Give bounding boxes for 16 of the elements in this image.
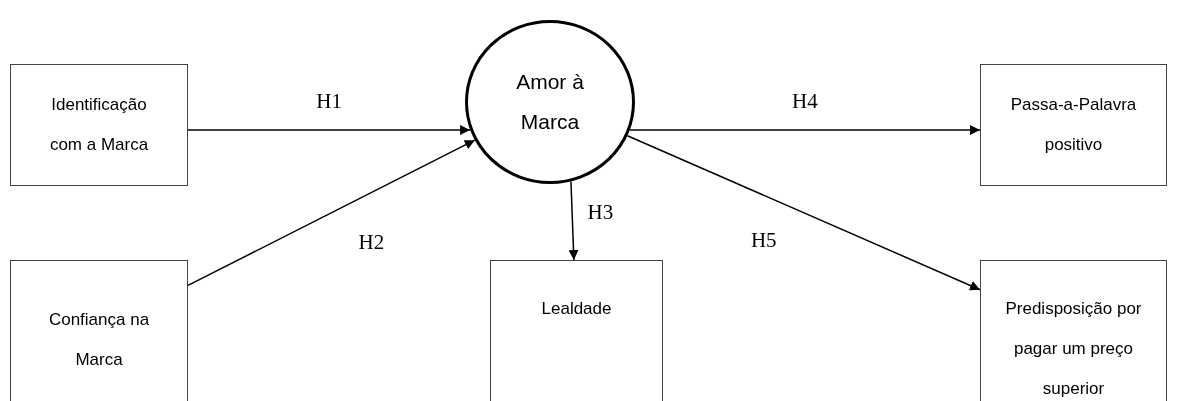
node-label: Lealdade bbox=[541, 298, 612, 320]
node-label: Confiança na Marca bbox=[47, 309, 151, 371]
arrow bbox=[626, 135, 981, 291]
concept-box bbox=[980, 64, 1167, 186]
concept-box bbox=[10, 64, 188, 186]
arrow bbox=[187, 139, 476, 287]
arrow bbox=[187, 125, 471, 135]
node-label: Predisposição por pagar um preço superior bbox=[1004, 298, 1143, 400]
concept-box bbox=[10, 260, 188, 401]
arrow bbox=[568, 180, 579, 261]
concept-box bbox=[980, 260, 1167, 401]
node-label: Identificação com a Marca bbox=[48, 94, 150, 156]
node-label: Passa-a-Palavra positivo bbox=[1009, 94, 1138, 156]
node-label: Amor à Marca bbox=[515, 69, 585, 135]
concept-box bbox=[490, 260, 663, 401]
arrow bbox=[629, 125, 981, 135]
